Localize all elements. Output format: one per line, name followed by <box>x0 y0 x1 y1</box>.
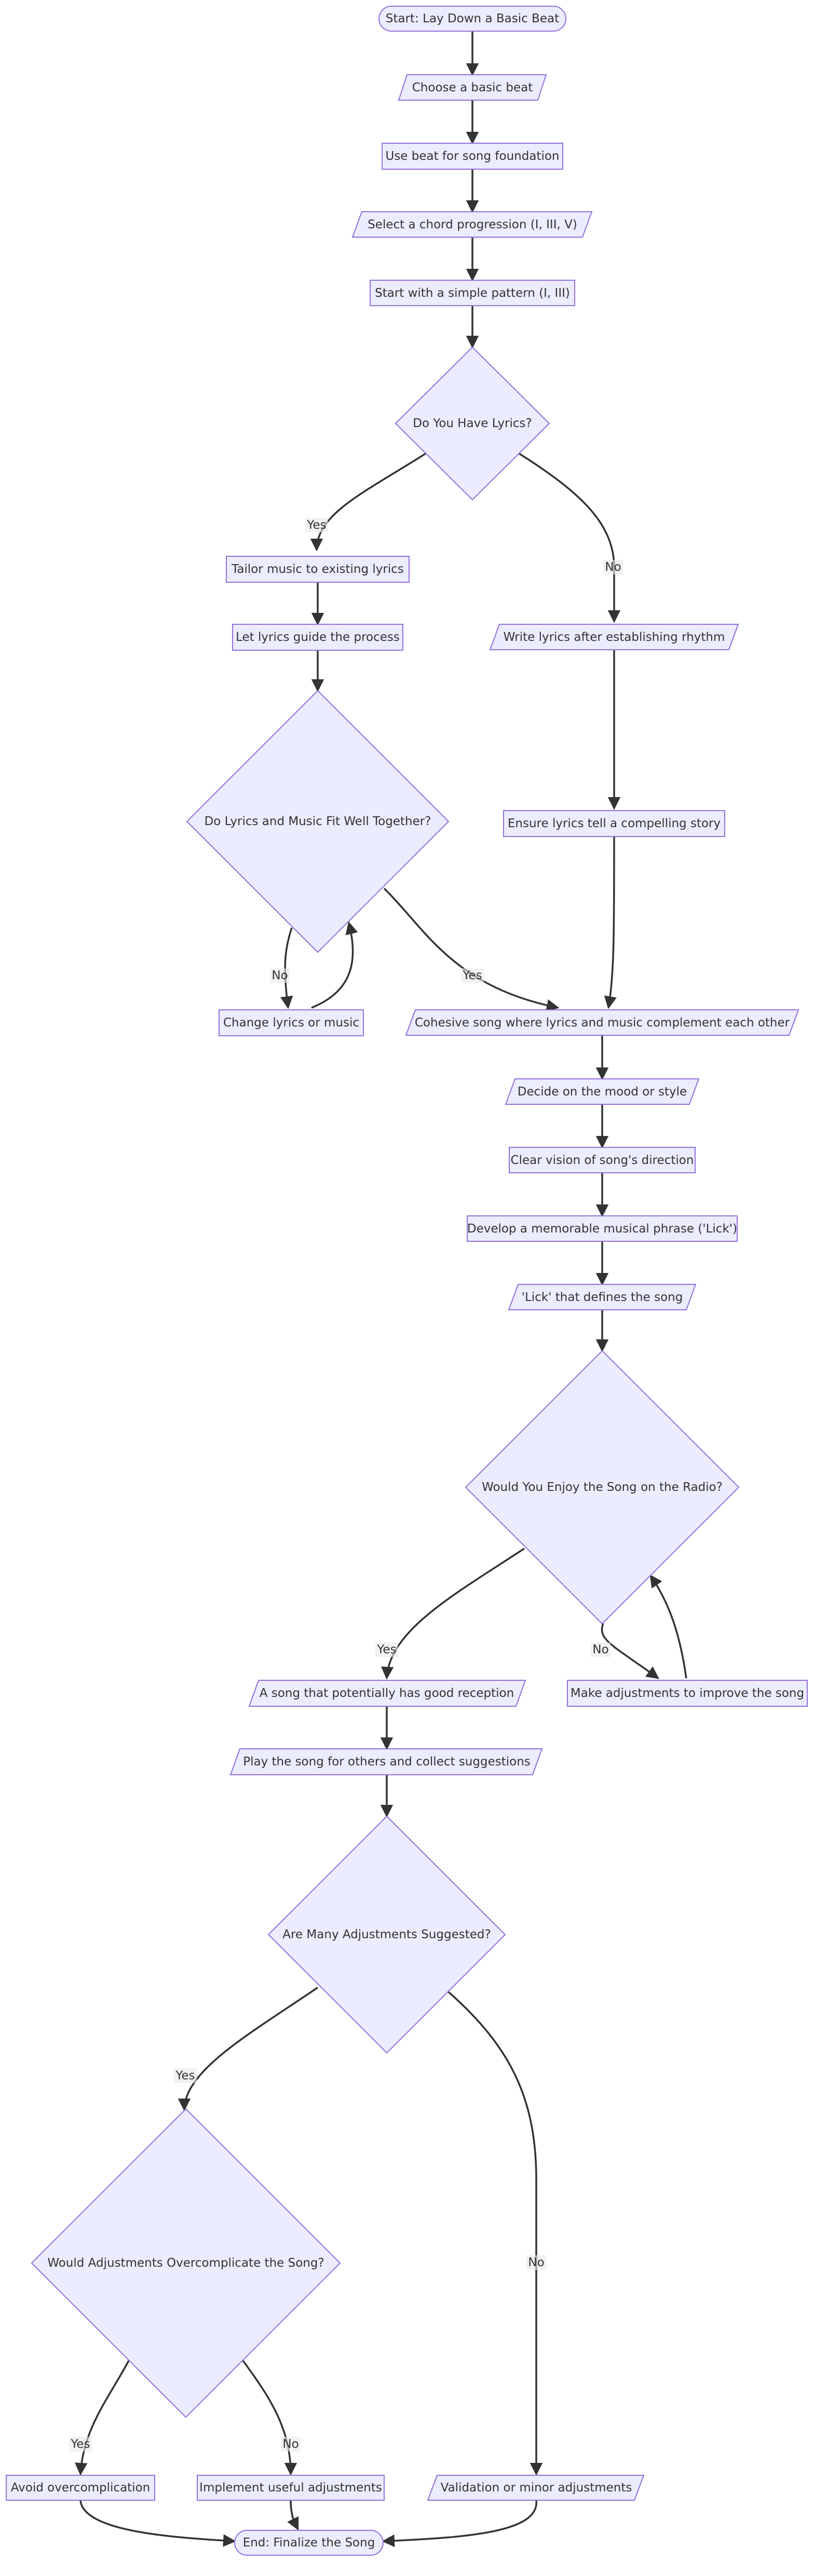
edge-label-radio-no: No <box>592 1643 608 1656</box>
have-lyrics-decision: Do You Have Lyrics? <box>395 346 550 501</box>
enjoy-radio-decision: Would You Enjoy the Song on the Radio? <box>465 1350 740 1625</box>
edge-many-no <box>445 1989 543 2476</box>
edge-over-yes <box>75 2360 130 2476</box>
start-node-label: Start: Lay Down a Basic Beat <box>386 12 559 25</box>
edge-many-yes <box>178 1986 318 2112</box>
start-node: Start: Lay Down a Basic Beat <box>378 6 566 32</box>
edge-adjust-radio <box>649 1574 687 1679</box>
edge-label-over-yes: Yes <box>70 2437 90 2451</box>
have-lyrics-label: Do You Have Lyrics? <box>413 417 532 430</box>
edge-label-many-no: No <box>528 2256 544 2269</box>
lick-defines-node: 'Lick' that defines the song <box>508 1284 697 1310</box>
edge-label-lyrics-no: No <box>605 560 621 574</box>
make-adjustments-node: Make adjustments to improve the song <box>567 1680 808 1707</box>
change-lyrics-label: Change lyrics or music <box>223 1016 359 1030</box>
make-adjustments-label: Make adjustments to improve the song <box>571 1687 804 1700</box>
lyrics-guide-label: Let lyrics guide the process <box>236 631 400 644</box>
edge-change-fit <box>311 921 358 1009</box>
mood-style-label: Decide on the mood or style <box>518 1085 687 1099</box>
develop-lick-label: Develop a memorable musical phrase ('Lic… <box>467 1222 737 1236</box>
validation-minor-label: Validation or minor adjustments <box>441 2481 632 2495</box>
edge-label-fit-no: No <box>272 969 288 982</box>
edge-radio-yes <box>381 1547 525 1680</box>
edge-implement-end <box>287 2500 299 2531</box>
edge-avoid-end <box>79 2500 236 2547</box>
validation-minor-node: Validation or minor adjustments <box>427 2475 645 2501</box>
write-lyrics-label: Write lyrics after establishing rhythm <box>504 631 725 644</box>
clear-vision-label: Clear vision of song's direction <box>511 1154 694 1167</box>
change-lyrics-node: Change lyrics or music <box>219 1009 364 1036</box>
choose-beat-node: Choose a basic beat <box>398 74 547 101</box>
overcomplicate-decision: Would Adjustments Overcomplicate the Son… <box>31 2108 341 2418</box>
tailor-music-node: Tailor music to existing lyrics <box>226 556 410 583</box>
compelling-story-node: Ensure lyrics tell a compelling story <box>503 810 725 837</box>
edge-lyrics-no <box>519 453 621 623</box>
edge-labels: Yes No No Yes Yes No Yes No Yes No <box>69 518 623 2451</box>
choose-beat-label: Choose a basic beat <box>412 81 533 94</box>
simple-pattern-label: Start with a simple pattern (I, III) <box>375 286 570 300</box>
implement-useful-node: Implement useful adjustments <box>197 2475 385 2501</box>
edge-over-no <box>242 2360 297 2476</box>
edge-radio-no <box>601 1623 659 1679</box>
use-beat-node: Use beat for song foundation <box>382 143 563 170</box>
many-adjustments-decision: Are Many Adjustments Suggested? <box>267 1815 506 2054</box>
select-chords-label: Select a chord progression (I, III, V) <box>368 218 577 231</box>
lick-defines-label: 'Lick' that defines the song <box>522 1291 683 1304</box>
edges <box>75 31 687 2547</box>
many-adjustments-label: Are Many Adjustments Suggested? <box>282 1928 491 1941</box>
select-chords-node: Select a chord progression (I, III, V) <box>351 211 593 238</box>
edge-validation-end <box>382 2500 537 2547</box>
good-reception-node: A song that potentially has good recepti… <box>248 1680 526 1707</box>
use-beat-label: Use beat for song foundation <box>385 149 559 163</box>
compelling-story-label: Ensure lyrics tell a compelling story <box>508 817 721 830</box>
lyrics-guide-node: Let lyrics guide the process <box>232 624 403 651</box>
cohesive-song-label: Cohesive song where lyrics and music com… <box>415 1016 790 1030</box>
simple-pattern-node: Start with a simple pattern (I, III) <box>370 280 575 306</box>
overcomplicate-label: Would Adjustments Overcomplicate the Son… <box>47 2256 324 2270</box>
edge-label-many-yes: Yes <box>175 2069 195 2082</box>
mood-style-node: Decide on the mood or style <box>505 1078 700 1105</box>
fit-together-label: Do Lyrics and Music Fit Well Together? <box>205 815 431 828</box>
edge-lyrics-yes <box>310 453 426 552</box>
clear-vision-node: Clear vision of song's direction <box>509 1147 696 1173</box>
implement-useful-label: Implement useful adjustments <box>199 2481 382 2495</box>
fit-together-decision: Do Lyrics and Music Fit Well Together? <box>186 690 450 953</box>
tailor-music-label: Tailor music to existing lyrics <box>231 563 404 576</box>
edge-label-lyrics-yes: Yes <box>306 518 326 532</box>
enjoy-radio-label: Would You Enjoy the Song on the Radio? <box>482 1481 723 1494</box>
edge-label-over-no: No <box>282 2437 299 2451</box>
write-lyrics-node: Write lyrics after establishing rhythm <box>489 624 739 650</box>
good-reception-label: A song that potentially has good recepti… <box>260 1687 514 1700</box>
develop-lick-node: Develop a memorable musical phrase ('Lic… <box>467 1215 738 1242</box>
avoid-overcomplication-node: Avoid overcomplication <box>6 2475 155 2501</box>
end-node: End: Finalize the Song <box>234 2530 384 2556</box>
cohesive-song-node: Cohesive song where lyrics and music com… <box>405 1009 799 1036</box>
edge-label-fit-yes: Yes <box>462 969 482 982</box>
edge-story-cohesive <box>604 836 617 1009</box>
edge-label-radio-yes: Yes <box>376 1643 396 1656</box>
play-for-others-label: Play the song for others and collect sug… <box>243 1755 531 1769</box>
play-for-others-node: Play the song for others and collect sug… <box>229 1748 543 1775</box>
nodes: Start: Lay Down a Basic Beat Choose a ba… <box>6 6 808 2556</box>
end-node-label: End: Finalize the Song <box>243 2536 375 2550</box>
avoid-overcomplication-label: Avoid overcomplication <box>11 2481 150 2495</box>
edge-fit-yes <box>383 887 560 1012</box>
edge-fit-no <box>280 927 293 1009</box>
